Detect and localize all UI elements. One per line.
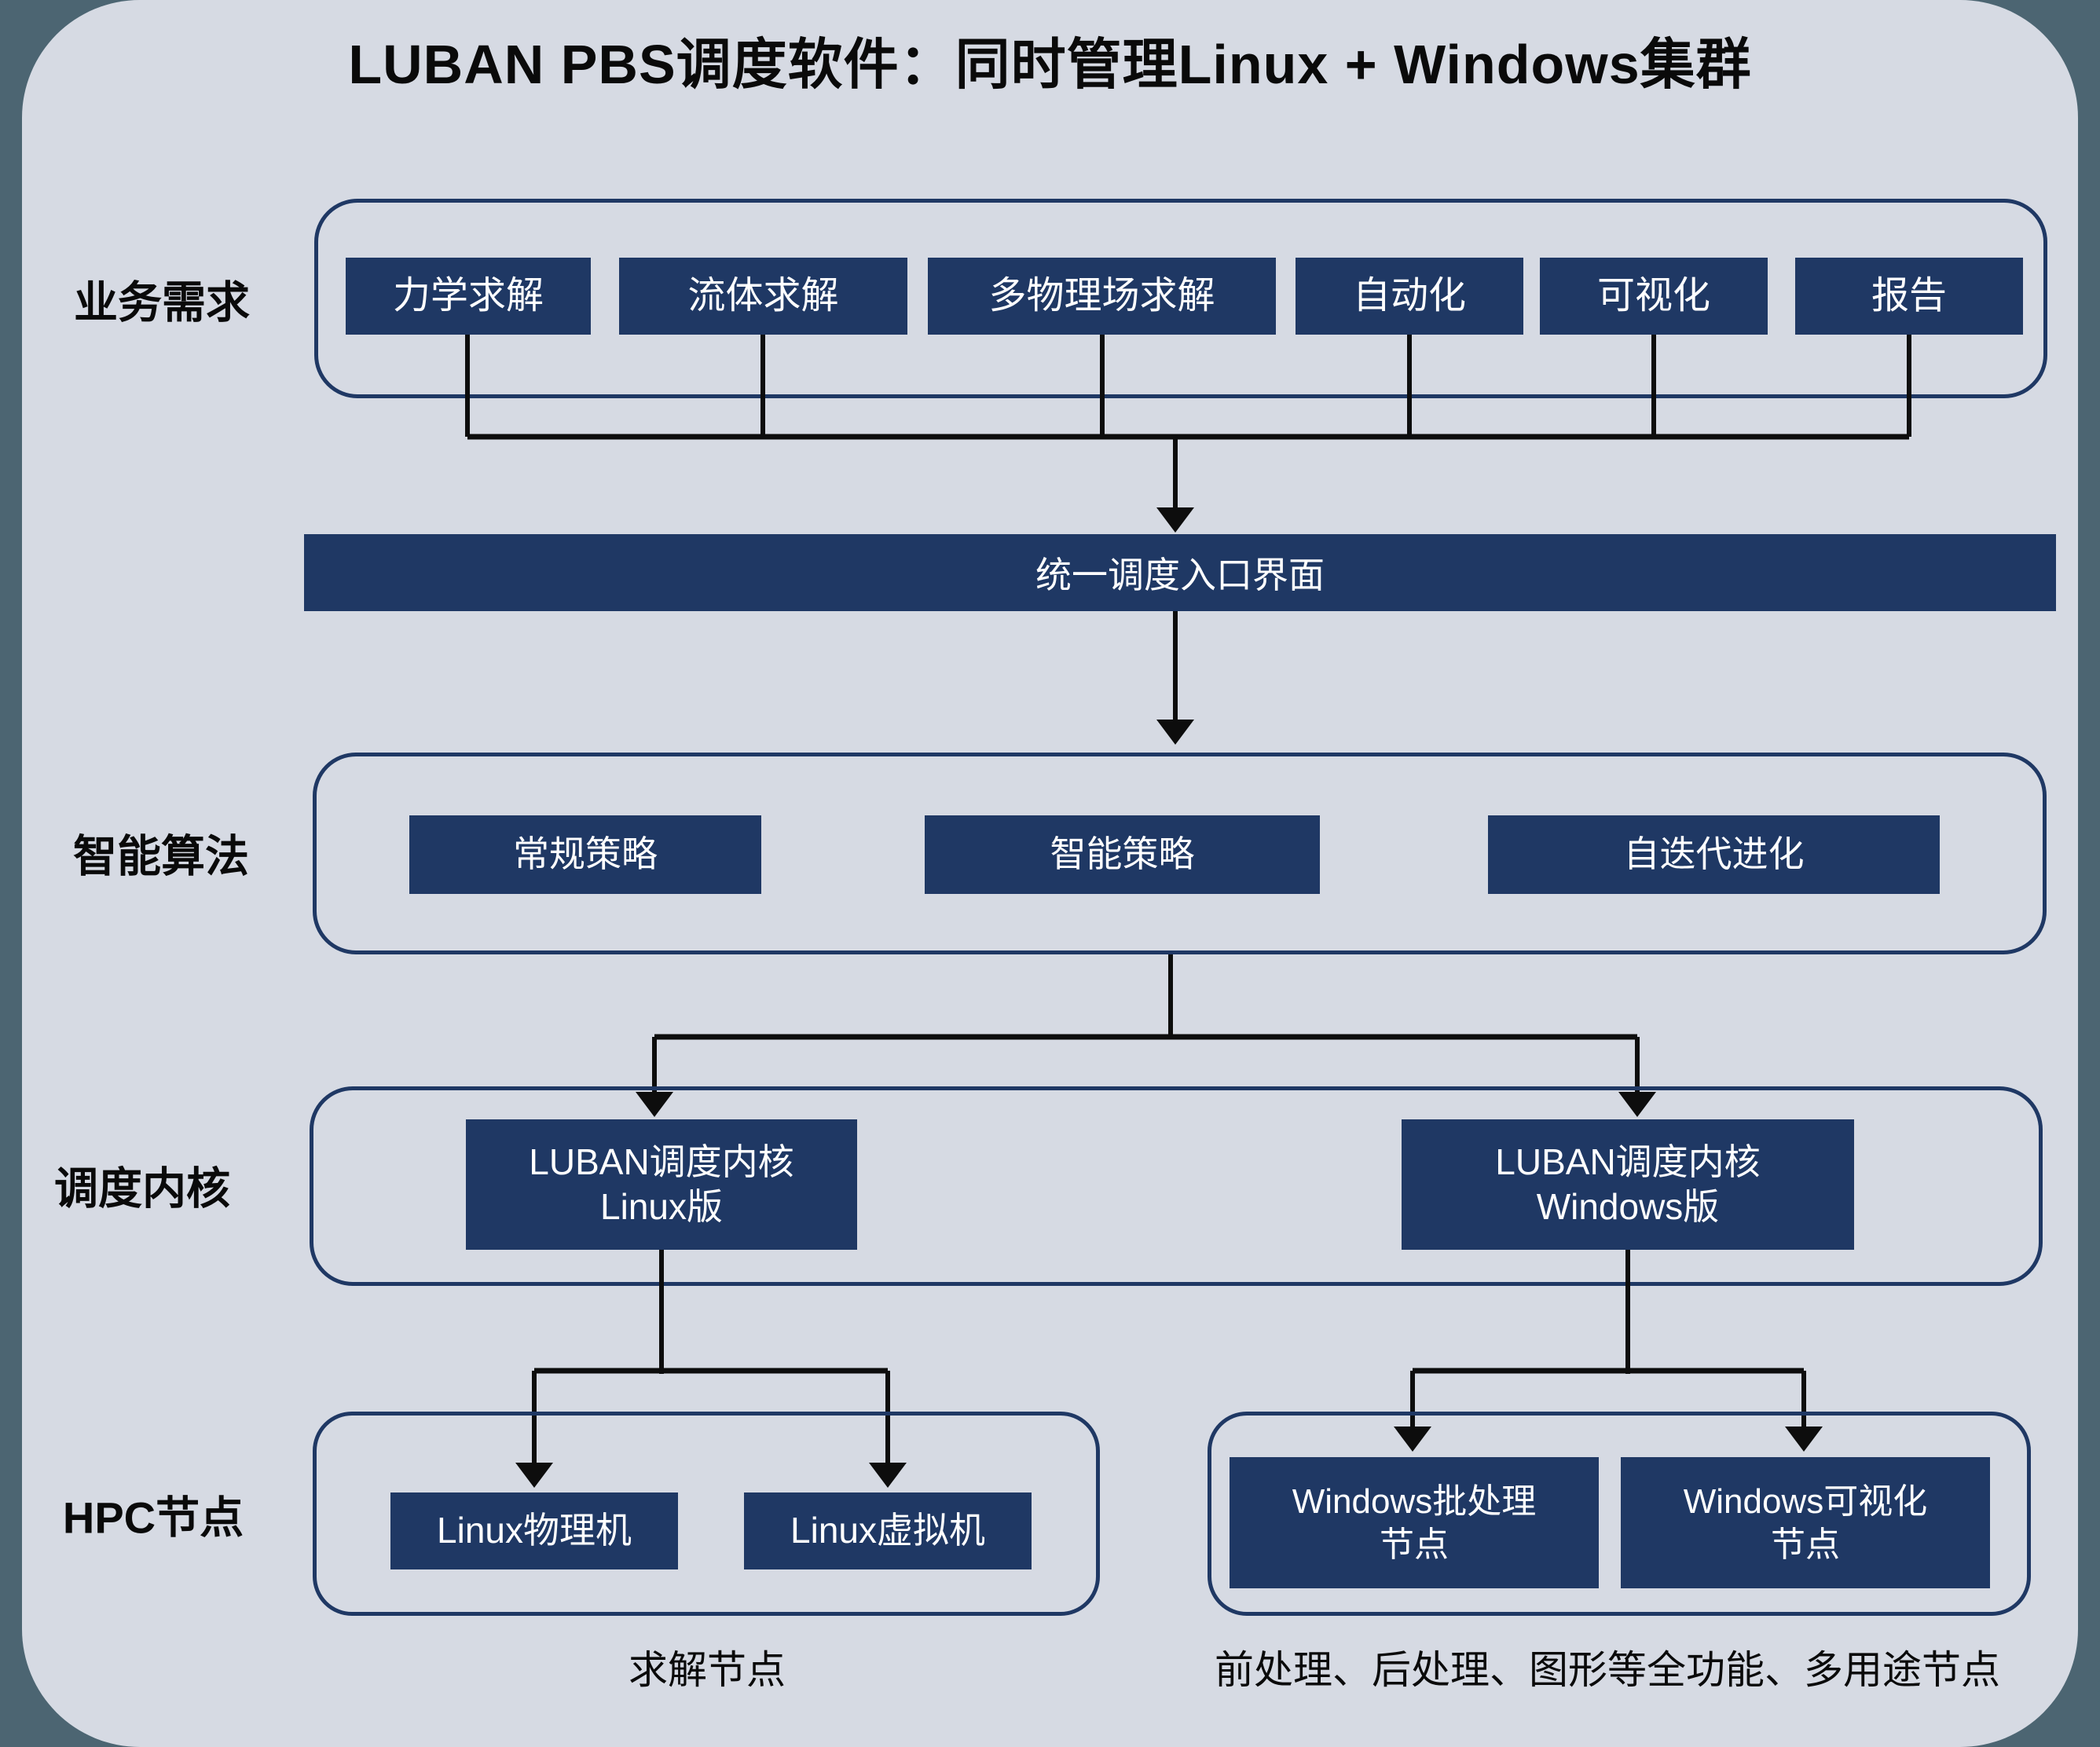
arrow-to-linux-virtual — [869, 1463, 907, 1488]
connector-linux-drop-right — [885, 1371, 890, 1463]
arrow-to-algorithm — [1156, 720, 1194, 745]
row-label-kernel: 调度内核 — [54, 1163, 230, 1214]
connector-algorithm-stem — [1168, 954, 1173, 1039]
connector-stem-to-bar — [1173, 437, 1178, 509]
connector-drop-4 — [1407, 335, 1412, 437]
arrow-to-kernel-windows — [1618, 1092, 1656, 1117]
connector-linux-branch — [534, 1368, 888, 1374]
arrow-to-entry-bar — [1156, 507, 1194, 533]
kernel-box-windows-line1: LUBAN调度内核 — [1495, 1141, 1761, 1182]
row-label-algorithm: 智能算法 — [73, 831, 249, 881]
node-box-windows-visual-line1: Windows可视化 — [1683, 1481, 1928, 1521]
algorithm-box-regular: 常规策略 — [409, 815, 761, 894]
algorithm-box-intelligent: 智能策略 — [925, 815, 1320, 894]
kernel-box-windows: LUBAN调度内核 Windows版 — [1402, 1119, 1854, 1250]
node-box-windows-visual: Windows可视化 节点 — [1621, 1457, 1990, 1588]
diagram-title: LUBAN PBS调度软件：同时管理Linux + Windows集群 — [348, 34, 1752, 95]
node-box-linux-virtual: Linux虚拟机 — [744, 1492, 1032, 1569]
hpc-linux-container — [313, 1412, 1100, 1616]
connector-drop-5 — [1651, 335, 1656, 437]
connector-bar-to-algorithm — [1173, 611, 1178, 721]
business-box-mechanics: 力学求解 — [346, 258, 591, 335]
kernel-container — [310, 1086, 2043, 1286]
connector-collector-line — [467, 434, 1909, 440]
connector-drop-3 — [1100, 335, 1105, 437]
connector-windows-drop-right — [1801, 1371, 1806, 1427]
node-box-windows-batch-line1: Windows批处理 — [1292, 1481, 1537, 1521]
connector-windows-drop-left — [1410, 1371, 1415, 1427]
connector-linux-drop-left — [532, 1371, 537, 1463]
node-box-windows-batch: Windows批处理 节点 — [1230, 1457, 1599, 1588]
kernel-box-linux-line2: Linux版 — [600, 1186, 723, 1227]
node-box-windows-batch-line2: 节点 — [1380, 1525, 1449, 1564]
business-box-fluid: 流体求解 — [619, 258, 907, 335]
business-box-visualization: 可视化 — [1540, 258, 1768, 335]
connector-windows-branch — [1413, 1368, 1804, 1374]
connector-kernel-branch — [654, 1034, 1637, 1040]
business-box-report: 报告 — [1795, 258, 2023, 335]
business-demand-container — [314, 199, 2047, 398]
row-label-hpc: HPC节点 — [62, 1492, 244, 1543]
arrow-to-windows-visual — [1785, 1427, 1823, 1452]
entry-bar: 统一调度入口界面 — [304, 534, 2056, 611]
caption-multipurpose-nodes: 前处理、后处理、图形等全功能、多用途节点 — [1215, 1648, 2000, 1692]
kernel-box-windows-line2: Windows版 — [1536, 1186, 1720, 1227]
hpc-windows-container — [1208, 1412, 2031, 1616]
connector-linux-stem — [659, 1250, 664, 1374]
business-box-automation: 自动化 — [1296, 258, 1523, 335]
arrow-to-windows-batch — [1394, 1427, 1431, 1452]
connector-kernel-drop-left — [652, 1037, 657, 1092]
node-box-linux-physical: Linux物理机 — [390, 1492, 678, 1569]
arrow-to-linux-physical — [515, 1463, 553, 1488]
node-box-windows-visual-line2: 节点 — [1771, 1525, 1840, 1564]
connector-drop-1 — [465, 335, 470, 437]
algorithm-box-self-iterative: 自迭代进化 — [1488, 815, 1940, 894]
business-box-multiphysics: 多物理场求解 — [928, 258, 1276, 335]
arrow-to-kernel-linux — [636, 1092, 673, 1117]
connector-drop-6 — [1907, 335, 1911, 437]
algorithm-container — [313, 753, 2047, 954]
kernel-box-linux: LUBAN调度内核 Linux版 — [466, 1119, 857, 1250]
kernel-box-linux-line1: LUBAN调度内核 — [529, 1141, 794, 1182]
caption-solver-nodes: 求解节点 — [629, 1648, 786, 1692]
connector-kernel-drop-right — [1635, 1037, 1640, 1092]
connector-windows-stem — [1625, 1250, 1630, 1374]
connector-drop-2 — [760, 335, 765, 437]
row-label-business: 业务需求 — [74, 277, 250, 328]
